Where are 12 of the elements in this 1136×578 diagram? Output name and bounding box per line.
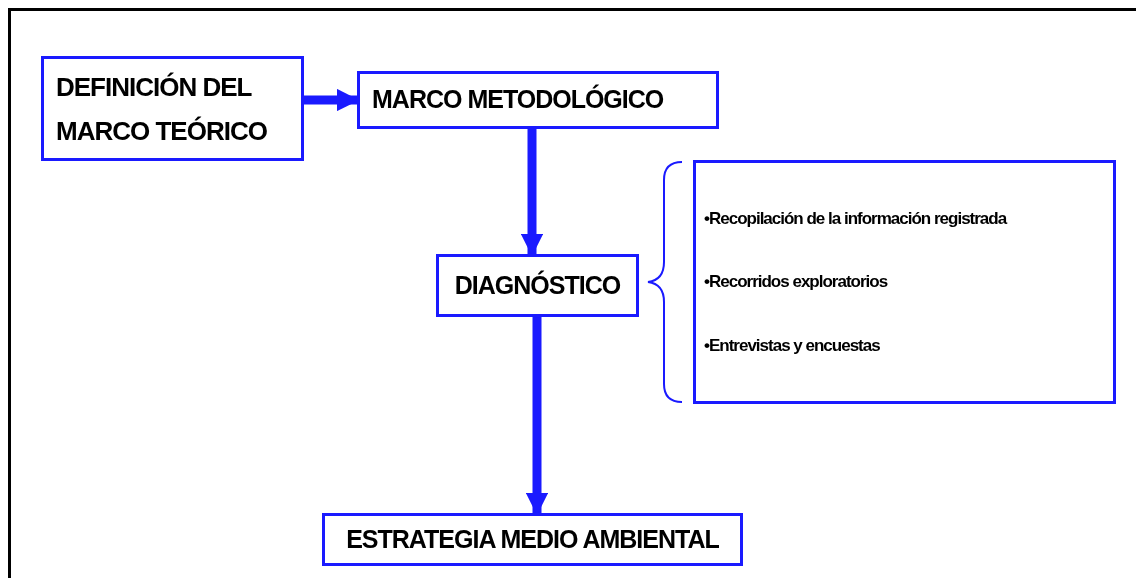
process-box	[322, 513, 743, 566]
box-label: MARCO METODOLÓGICO	[372, 83, 664, 116]
box-label: ESTRATEGIA MEDIO AMBIENTAL	[346, 523, 719, 555]
process-box	[436, 254, 639, 317]
process-box	[693, 160, 1116, 404]
bullet-item: •Recopilación de la información registrada	[704, 207, 1008, 230]
bullet-item: •Entrevistas y encuestas	[704, 334, 881, 357]
process-box	[357, 71, 719, 129]
box-label: DEFINICIÓN DEL MARCO TEÓRICO	[56, 70, 268, 148]
box-label: DIAGNÓSTICO	[454, 269, 621, 301]
process-box	[41, 56, 304, 161]
bullet-item: •Recorridos exploratorios	[704, 271, 889, 294]
